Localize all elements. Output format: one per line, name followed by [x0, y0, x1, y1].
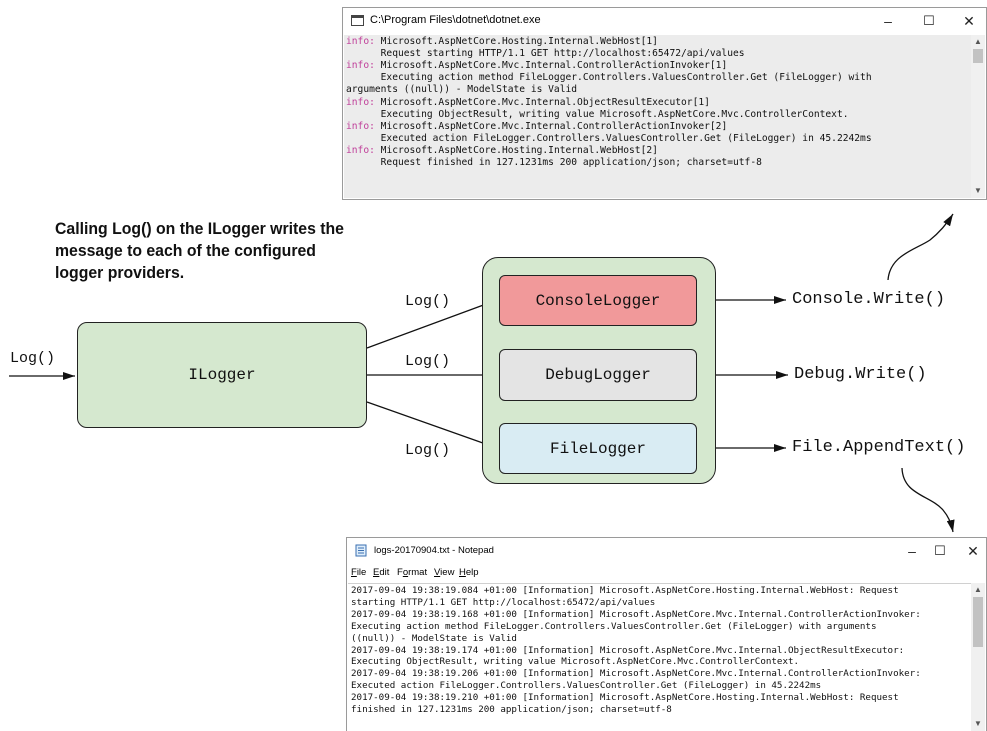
log-level-label: info: [346, 120, 375, 132]
log-message: Executing ObjectResult, writing value Mi… [346, 108, 849, 120]
menu-item[interactable]: Format [397, 567, 427, 578]
ilogger-box: ILogger [77, 322, 367, 428]
menu-item-text: rmat [408, 567, 428, 578]
log-file-line: 2017-09-04 19:38:19.206 +01:00 [Informat… [351, 668, 921, 680]
console-line: info: Microsoft.AspNetCore.Mvc.Internal.… [346, 121, 727, 133]
notepad-menubar: File Edit Format View Help [347, 565, 986, 581]
diagram-caption: Calling Log() on the ILogger writes the … [55, 219, 344, 282]
menu-item[interactable]: Edit [373, 567, 389, 578]
log-message: Request starting HTTP/1.1 GET http://loc… [346, 48, 745, 60]
log-file-line: starting HTTP/1.1 GET http://localhost:6… [351, 596, 656, 608]
console-line: info: Microsoft.AspNetCore.Hosting.Inter… [346, 145, 658, 157]
menu-item-text: ile [356, 567, 367, 578]
console-write-label: Console.Write() [792, 290, 946, 309]
menu-accelerator: V [434, 567, 441, 578]
scroll-down-icon[interactable]: ▼ [974, 719, 982, 728]
log-file-line: Executing ObjectResult, writing value Mi… [351, 656, 800, 668]
console-line: Executing action method FileLogger.Contr… [346, 72, 872, 84]
scroll-down-icon[interactable]: ▼ [974, 186, 982, 195]
maximize-button[interactable]: ☐ [923, 13, 935, 28]
log-file-line: 2017-09-04 19:38:19.174 +01:00 [Informat… [351, 644, 905, 656]
log-message: Executing action method FileLogger.Contr… [346, 72, 872, 84]
log-file-line: Executing action method FileLogger.Contr… [351, 620, 877, 632]
input-log-label: Log() [10, 350, 56, 367]
console-line: info: Microsoft.AspNetCore.Mvc.Internal.… [346, 97, 710, 109]
log-message: Executed action FileLogger.Controllers.V… [346, 132, 872, 144]
console-window: C:\Program Files\dotnet\dotnet.exe – ☐ ✕… [342, 7, 987, 200]
log-level-label: info: [346, 36, 375, 47]
console-line: Request finished in 127.1231ms 200 appli… [346, 157, 762, 169]
curve-to-notepad-window [901, 467, 955, 533]
console-logger-box: ConsoleLogger [499, 275, 697, 326]
console-app-icon [351, 15, 364, 26]
log-level-label: info: [346, 60, 375, 72]
menu-accelerator: o [402, 567, 409, 578]
console-output: info: Microsoft.AspNetCore.Hosting.Inter… [344, 35, 971, 198]
log-message: Microsoft.AspNetCore.Mvc.Internal.Object… [374, 96, 710, 108]
log-message: Request finished in 127.1231ms 200 appli… [346, 157, 762, 168]
log-file-line: 2017-09-04 19:38:19.210 +01:00 [Informat… [351, 692, 899, 704]
minimize-button[interactable]: – [884, 13, 892, 29]
menu-item[interactable]: View [434, 567, 454, 578]
log-message: arguments ((null)) - ModelState is Valid [346, 84, 578, 96]
log-message: Microsoft.AspNetCore.Hosting.Internal.We… [374, 36, 658, 47]
minimize-button[interactable]: – [908, 543, 916, 559]
console-line: Executing ObjectResult, writing value Mi… [346, 109, 849, 121]
scroll-up-icon[interactable]: ▲ [974, 37, 982, 46]
arrow-to-file-logger [366, 401, 498, 449]
log-file-line: 2017-09-04 19:38:19.084 +01:00 [Informat… [351, 585, 899, 596]
notepad-text-area[interactable]: 2017-09-04 19:38:19.084 +01:00 [Informat… [348, 583, 971, 731]
notepad-scrollbar[interactable]: ▲ ▼ [971, 583, 985, 731]
log-message: Microsoft.AspNetCore.Hosting.Internal.We… [374, 144, 658, 156]
notepad-window-title: logs-20170904.txt - Notepad [374, 545, 494, 556]
console-line: info: Microsoft.AspNetCore.Mvc.Internal.… [346, 60, 727, 72]
console-scrollbar[interactable]: ▲ ▼ [971, 35, 985, 198]
menu-accelerator: E [373, 567, 380, 578]
log-call-label-debug: Log() [405, 353, 451, 370]
log-message: Microsoft.AspNetCore.Mvc.Internal.Contro… [374, 120, 728, 132]
log-message: Microsoft.AspNetCore.Mvc.Internal.Contro… [374, 60, 728, 72]
notepad-window: logs-20170904.txt - Notepad – ☐ ✕ File Ed… [346, 537, 987, 731]
log-file-line: ((null)) - ModelState is Valid [351, 632, 517, 644]
log-file-line: 2017-09-04 19:38:19.168 +01:00 [Informat… [351, 608, 921, 620]
menu-item-text: elp [465, 567, 479, 578]
close-button[interactable]: ✕ [963, 13, 975, 29]
scroll-up-icon[interactable]: ▲ [974, 585, 982, 594]
menu-item-text: iew [440, 567, 455, 578]
file-logger-box: FileLogger [499, 423, 697, 474]
console-window-title: C:\Program Files\dotnet\dotnet.exe [370, 14, 541, 26]
file-appendtext-label: File.AppendText() [792, 438, 966, 457]
menu-item[interactable]: Help [459, 567, 479, 578]
menu-item-text: dit [379, 567, 390, 578]
debug-logger-box: DebugLogger [499, 349, 697, 401]
notepad-titlebar[interactable]: logs-20170904.txt - Notepad – ☐ ✕ [347, 538, 986, 564]
log-call-label-file: Log() [405, 442, 451, 459]
arrow-to-console-logger [366, 299, 498, 349]
menu-accelerator: H [459, 567, 466, 578]
log-call-label-console: Log() [405, 293, 451, 310]
menu-item[interactable]: File [351, 567, 366, 578]
log-level-label: info: [346, 144, 375, 156]
menu-item-text: F [397, 567, 403, 578]
console-line: arguments ((null)) - ModelState is Valid [346, 84, 577, 96]
console-line: Request starting HTTP/1.1 GET http://loc… [346, 48, 745, 60]
log-level-label: info: [346, 96, 375, 108]
debug-write-label: Debug.Write() [794, 365, 927, 384]
console-titlebar[interactable]: C:\Program Files\dotnet\dotnet.exe – ☐ ✕ [343, 8, 986, 34]
notepad-app-icon [355, 544, 367, 557]
scroll-thumb[interactable] [973, 49, 983, 63]
menu-accelerator: F [351, 567, 357, 578]
maximize-button[interactable]: ☐ [934, 543, 946, 558]
curve-to-console-window [887, 213, 954, 281]
scroll-thumb[interactable] [973, 597, 983, 647]
console-line: Executed action FileLogger.Controllers.V… [346, 133, 872, 145]
console-line: info: Microsoft.AspNetCore.Hosting.Inter… [346, 36, 658, 48]
log-file-line: finished in 127.1231ms 200 application/j… [351, 704, 672, 715]
log-file-line: Executed action FileLogger.Controllers.V… [351, 680, 822, 692]
close-button[interactable]: ✕ [967, 543, 979, 559]
